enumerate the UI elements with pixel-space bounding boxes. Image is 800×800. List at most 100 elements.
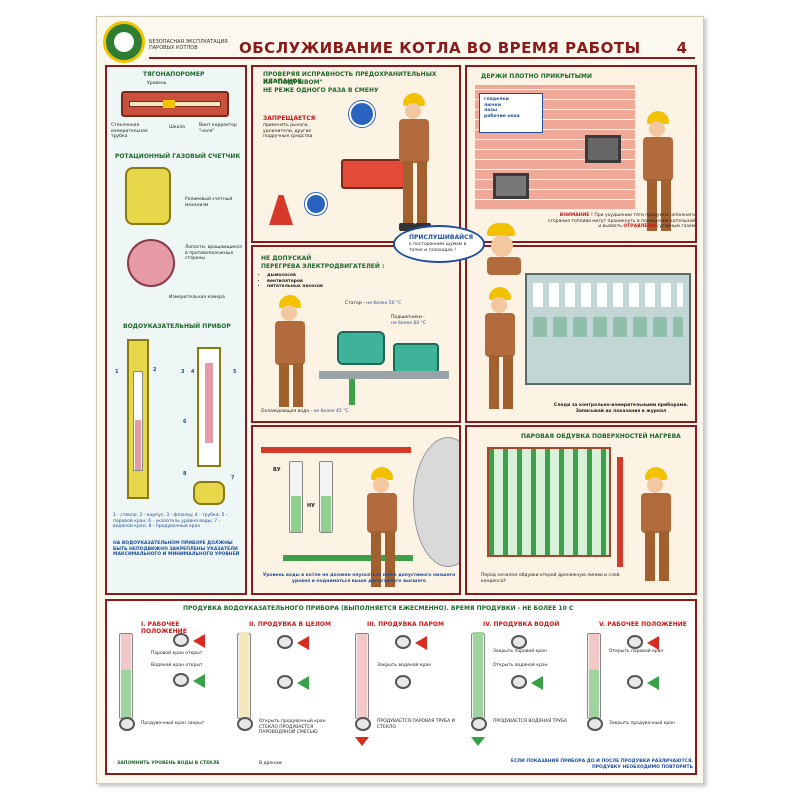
stage-3-label: Продувка паром — [378, 621, 444, 628]
stage-1-drain-valve — [119, 717, 135, 731]
left-panel: ТЯГОНАПОРОМЕР Уровень Стеклянная измерит… — [105, 65, 247, 595]
stage-1-label: Рабочее положение — [141, 621, 187, 635]
blow-pipe — [617, 457, 623, 567]
water-pipe — [283, 555, 413, 561]
series-label: БЕЗОПАСНАЯ ЭКСПЛУАТАЦИЯ ПАРОВЫХ КОТЛОВ — [149, 39, 228, 51]
bottom-panel: ПРОДУВКА ВОДОУКАЗАТЕЛЬНОГО ПРИБОРА (ВЫПО… — [105, 599, 697, 775]
stage-5-water-arrow — [647, 676, 659, 690]
listen-bubble: ПРИСЛУШИВАЙСЯ к посторонним шумам в топк… — [393, 225, 485, 263]
poison-label: ОТРАВЛЕНИЕ — [623, 224, 658, 229]
gauge-num-5: 5 — [233, 369, 237, 375]
gauge-num-2: 2 — [153, 367, 157, 373]
gauge-num-7: 7 — [231, 475, 235, 481]
tight-panel: ДЕРЖИ ПЛОТНО ПРИКРЫТЫМИ гляделки лючки л… — [465, 65, 697, 243]
steam-pipe — [261, 447, 411, 453]
control-cabinet — [525, 273, 691, 385]
gauge-drawing-left — [127, 339, 149, 499]
stage-5-steam-valve — [627, 635, 643, 649]
motor-title2: ПЕРЕГРЕВА ЭЛЕКТРОДВИГАТЕЛЕЙ : — [261, 263, 385, 270]
stage-5-l1: Открыть паровой кран — [609, 649, 664, 654]
stage-5-label: Рабочее положение — [607, 621, 687, 628]
attention-label: ВНИМАНИЕ ! — [559, 213, 593, 218]
stage-4-roman: IV. — [483, 621, 492, 628]
pump — [393, 343, 439, 373]
stage-3-drain-valve — [355, 717, 371, 731]
stage-4-drain-arrow — [471, 737, 485, 746]
item-3: рабочие окна — [484, 113, 520, 119]
firebox-door — [493, 173, 529, 199]
blow-text: Перед началом обдувки открой дренажную л… — [481, 573, 620, 584]
stage-4-steam-valve — [511, 635, 527, 649]
vu-label: ВУ — [273, 467, 281, 473]
stage-5-l3: Закрыть продувочный кран — [609, 721, 675, 726]
level-panel: ВУ НУ Уровень воды в котле не должен опу… — [251, 425, 461, 595]
stage-1-l1: Паровой кран открыт — [151, 651, 203, 656]
valves-line3: НЕ РЕЖЕ ОДНОГО РАЗА В СМЕНУ — [263, 87, 379, 94]
rotate-sign-icon — [349, 101, 375, 127]
stator-line: Статор - не более 50 °С — [345, 301, 401, 307]
motor-title1: НЕ ДОПУСКАЙ — [261, 255, 312, 262]
item-1: лючки — [484, 102, 501, 108]
gauge-bottom-valve — [193, 481, 225, 505]
stage-4-l2: Открыть водяной кран — [493, 663, 548, 668]
boiler-drum — [413, 437, 459, 567]
stage-1-header: I. Рабочее положение — [141, 621, 225, 635]
stage-3-roman: III. — [367, 621, 376, 628]
stage-1-steam-arrow — [193, 634, 205, 648]
stage-2-steam-valve — [277, 635, 293, 649]
scale-label: Шкала — [169, 125, 185, 130]
nu-label: НУ — [307, 503, 316, 509]
blow-title: ПАРОВАЯ ОБДУВКА ПОВЕРХНОСТЕЙ НАГРЕВА — [521, 433, 681, 440]
cone-valve — [269, 195, 293, 225]
instruments-text: Следи за контрольно-измерительными прибо… — [553, 403, 689, 414]
stage-5-glass — [587, 633, 601, 719]
forbidden-label: Запрещается — [263, 115, 316, 122]
gauge-num-1: 1 — [115, 369, 119, 375]
motor-panel: НЕ ДОПУСКАЙ ПЕРЕГРЕВА ЭЛЕКТРОДВИГАТЕЛЕЙ … — [251, 245, 461, 423]
tyagonaporomer-title: ТЯГОНАПОРОМЕР — [143, 71, 205, 78]
stage-4-water-arrow — [531, 676, 543, 690]
stage-2-l3: Открыть продувочный кран СТЕКЛО ПРОДУВАЕ… — [259, 719, 326, 735]
stage-1-glass — [119, 633, 133, 719]
motor-list: дымососов вентиляторов питательных насос… — [267, 273, 323, 290]
stator-label: Статор - — [345, 301, 365, 306]
stage-2-drain-valve — [237, 717, 253, 731]
gauge-title: ВОДОУКАЗАТЕЛЬНЫЙ ПРИБОР — [123, 323, 231, 330]
stage-4-header: IV. Продувка водой — [483, 621, 559, 628]
stage-5-roman: V. — [599, 621, 606, 628]
drain-label: В дренаж — [259, 761, 283, 766]
level-glass-2 — [319, 461, 333, 533]
listen-text: к посторонним шумам в топке и газоходах … — [409, 242, 467, 253]
blow-panel: ПАРОВАЯ ОБДУВКА ПОВЕРХНОСТЕЙ НАГРЕВА Пер… — [465, 425, 697, 595]
gauge-legend: 1 - стекло; 2 - корпус; 3 - фланец; 4 - … — [113, 513, 228, 529]
stage-1-l2: Водяной кран открыт — [151, 663, 203, 668]
level-glass-1 — [289, 461, 303, 533]
water-limit: не более 45 °С — [313, 409, 349, 414]
valves-line1: ПРОВЕРЯЯ ИСПРАВНОСТЬ ПРЕДОХРАНИТЕЛЬНЫХ К… — [263, 71, 437, 85]
stage-2-water-valve — [277, 675, 293, 689]
chamber-drawing — [127, 239, 175, 287]
stage-2-label: Продувка в целом — [257, 621, 331, 628]
page-title: ОБСЛУЖИВАНИЕ КОТЛА ВО ВРЕМЯ РАБОТЫ — [239, 39, 641, 57]
remember-text: ЗАПОМНИТЬ УРОВЕНЬ ВОДЫ В СТЕКЛЕ — [117, 761, 220, 766]
level-text: Уровень воды в котле не должен опускатьс… — [262, 573, 456, 584]
stage-3-l3: ПРОДУВАЕТСЯ ПАРОВАЯ ТРУБА И СТЕКЛО — [377, 719, 455, 730]
stage-3-l2: Закрыть водяной кран — [377, 663, 432, 668]
item-2: лазы — [484, 108, 498, 113]
attention-block: ВНИМАНИЕ ! При ухудшении тяги продукты н… — [545, 213, 695, 230]
level-label: Уровень — [147, 81, 167, 86]
counter-title: РОТАЦИОННЫЙ ГАЗОВЫЙ СЧЕТЧИК — [115, 153, 241, 160]
stage-2-glass — [237, 632, 251, 719]
stage-1: I. Рабочее положение Паровой кран открыт… — [111, 619, 225, 735]
motor-item-0: дымососов — [267, 273, 323, 279]
stage-1-steam-valve — [173, 633, 189, 647]
gauge-drawing-right — [197, 347, 221, 467]
stage-4-drain-valve — [471, 717, 487, 731]
forbidden-text: применять рычаги, удлинители, другие под… — [263, 123, 313, 139]
stage-2-roman: II. — [249, 621, 256, 628]
chamber-label: Измерительная камера — [169, 295, 225, 300]
stage-5: V. Рабочее положение Открыть паровой кра… — [579, 619, 693, 735]
stage-5-drain-valve — [587, 717, 603, 731]
heating-tubes — [487, 447, 611, 557]
gauge-num-3: 3 — [181, 369, 185, 375]
